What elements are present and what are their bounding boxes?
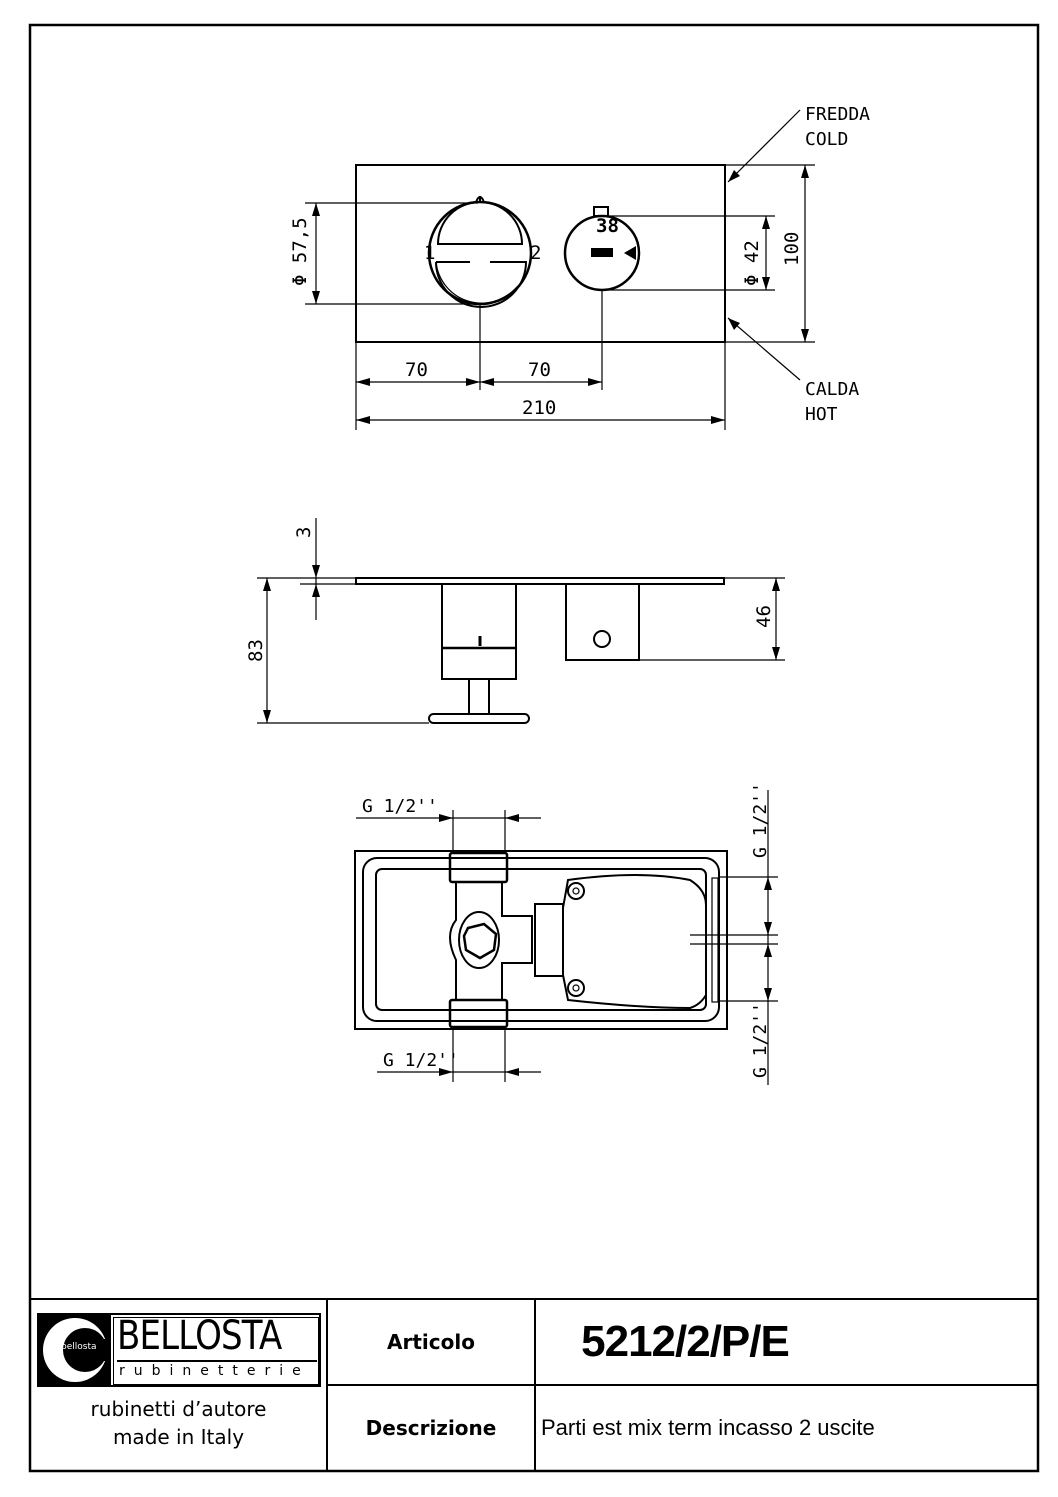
front-view: 1 2 38 Φ 57,5 Φ 42 100 [289,104,870,430]
article-label: Articolo [387,1330,475,1354]
label-cold-en: COLD [805,129,848,150]
article-code: 5212/2/P/E [581,1317,790,1366]
body-outline [354,850,728,1030]
dim-top-connection: G 1/2'' [362,796,438,817]
side-plate [355,577,725,585]
title-block-grid [30,1298,1038,1471]
handle-mark-2: 2 [530,242,541,264]
tagline-line-2: made in Italy [112,1425,245,1449]
dim-width: 210 [522,397,556,419]
dim-handle-diameter: Φ 57,5 [289,217,311,286]
dim-offset-center: 70 [528,359,551,381]
handle-mark-1: 1 [424,242,435,264]
logo-c-mark: bellosta [39,1315,111,1385]
label-cold-it: FREDDA [805,104,870,125]
dim-right-upper-outlet: G 1/2'' [750,782,771,858]
dim-height: 100 [781,232,803,266]
brand-subtitle: rubinetterie [119,1363,310,1379]
dim-right-lower-outlet: G 1/2'' [750,1002,771,1078]
description-label: Descrizione [365,1416,497,1440]
dim-plate-thickness: 3 [293,527,315,538]
logo-small-text: bellosta [61,1342,97,1352]
label-hot-en: HOT [805,404,838,425]
label-hot-it: CALDA [805,379,859,400]
dim-total-depth: 83 [245,639,267,662]
rear-view: G 1/2'' G 1/2'' G 1/2'' G 1/2'' [354,782,778,1085]
dim-offset-left: 70 [405,359,428,381]
cover-plate [355,164,726,343]
dim-bottom-connection: G 1/2'' [383,1050,459,1071]
diverter-handle: 1 2 [424,196,541,308]
brand-name: BELLOSTA [117,1313,282,1359]
brand-tagline: rubinetti d’autore made in Italy [30,1395,327,1451]
thermostat-knob: 38 [563,206,641,292]
knob-marking: 38 [596,215,619,237]
side-view: 3 83 46 [245,518,785,724]
brand-logo: bellosta BELLOSTA rubinetterie [37,1313,321,1387]
tagline-line-1: rubinetti d’autore [90,1397,267,1421]
dim-knob-depth: 46 [753,605,775,628]
description-value: Parti est mix term incasso 2 uscite [541,1415,875,1440]
dim-knob-diameter: Φ 42 [741,240,763,286]
